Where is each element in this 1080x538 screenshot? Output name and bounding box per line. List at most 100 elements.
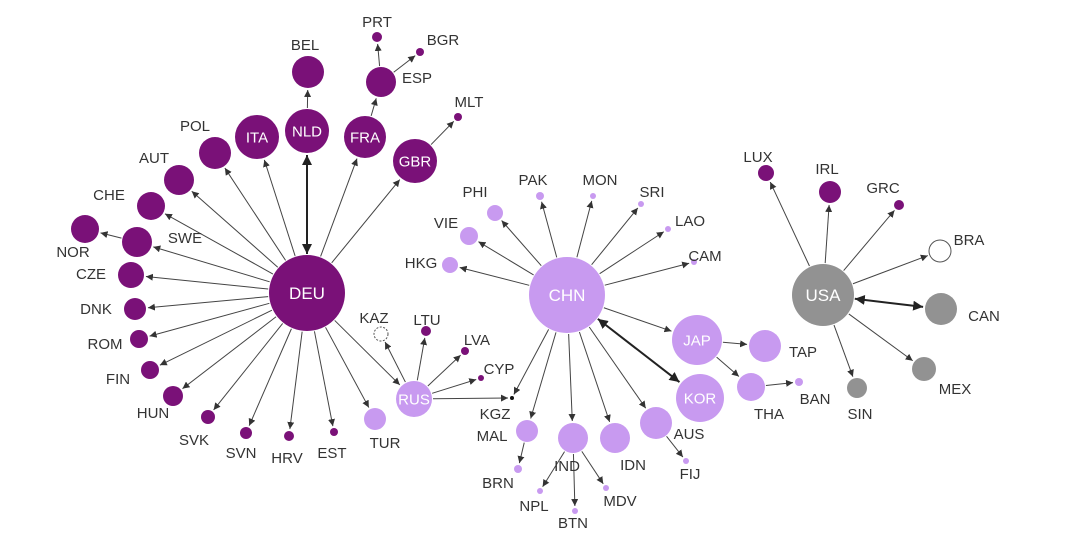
label-deu: DEU [289,284,325,303]
label-kgz: KGZ [480,406,511,423]
edge-deu-aut [191,190,279,268]
edge-rus-kgz [432,394,509,402]
label-btn: BTN [558,515,588,532]
label-cam: CAM [688,248,721,265]
label-sri: SRI [639,184,664,201]
edge-deu-che [164,213,274,275]
node-tha [737,373,765,401]
edge-usa-can [854,294,924,311]
node-brn [514,465,522,473]
label-mex: MEX [939,381,972,398]
node-ind [558,423,588,453]
node-che [137,192,165,220]
label-usa: USA [806,286,842,305]
edge-ind-btn [571,453,579,507]
edge-usa-sin [833,324,854,377]
node-aus [640,407,672,439]
node-mlt [454,113,462,121]
node-svn [240,427,252,439]
edge-chn-pak [540,201,558,258]
node-tur [364,408,386,430]
label-gbr: GBR [399,154,432,171]
edge-gbr-mlt [430,120,455,145]
label-hun: HUN [137,405,170,422]
node-kgz [510,396,514,400]
label-irl: IRL [815,161,838,178]
node-ban [795,378,803,386]
label-svk: SVK [179,432,209,449]
node-nor [71,215,99,243]
node-sin [847,378,867,398]
node-lux [758,165,774,181]
node-phi [487,205,503,221]
node-vie [460,227,478,245]
edge-usa-mex [848,313,914,362]
node-mal [516,420,538,442]
node-layer [71,32,957,514]
edge-chn-phi [501,220,542,267]
label-jap: JAP [683,333,711,350]
edge-chn-hkg [459,265,530,286]
label-kor: KOR [684,391,717,408]
label-bel: BEL [291,37,319,54]
label-svn: SVN [226,445,257,462]
edge-rus-cyp [431,378,477,394]
node-can [925,293,957,325]
label-bra: BRA [954,232,985,249]
label-hkg: HKG [405,255,438,272]
node-hrv [284,431,294,441]
edge-chn-kgz [513,329,550,395]
node-jap [672,315,722,365]
label-hrv: HRV [271,450,302,467]
edge-deu-swe [153,245,270,283]
node-ita [235,115,279,159]
label-esp: ESP [402,70,432,87]
label-bgr: BGR [427,32,460,49]
node-npl [537,488,543,494]
label-lva: LVA [464,332,490,349]
node-svk [201,410,215,424]
node-cze [118,262,144,288]
edge-usa-bra [852,254,929,285]
label-vie: VIE [434,215,458,232]
label-nor: NOR [56,244,90,261]
node-prt [372,32,382,42]
node-bgr [416,48,424,56]
edge-chn-vie [478,241,534,276]
label-tur: TUR [370,435,401,452]
node-esp [366,67,396,97]
label-idn: IDN [620,457,646,474]
edge-deu-rus [334,320,401,386]
node-rus [396,381,432,417]
edge-swe-nor [100,231,122,239]
edge-chn-mon [576,200,594,258]
label-kaz: KAZ [359,310,388,327]
label-swe: SWE [168,230,202,247]
node-grc [894,200,904,210]
label-rus: RUS [398,392,430,409]
label-brn: BRN [482,475,514,492]
label-mlt: MLT [455,94,484,111]
edge-deu-svn [248,328,292,426]
node-swe [122,227,152,257]
label-ban: BAN [800,391,831,408]
edge-deu-hrv [287,331,303,430]
node-kaz [373,326,389,342]
label-can: CAN [968,308,1000,325]
node-fij [683,458,689,464]
edge-chn-cam [604,261,690,286]
label-che: CHE [93,187,125,204]
label-cze: CZE [76,266,106,283]
label-fra: FRA [350,130,380,147]
node-chn [529,257,605,333]
node-mex [912,357,936,381]
label-nld: NLD [292,124,322,141]
label-sin: SIN [847,406,872,423]
edge-deu-svk [213,323,284,411]
label-pak: PAK [519,172,548,189]
label-est: EST [317,445,346,462]
node-fin [141,361,159,379]
node-irl [819,181,841,203]
edge-usa-lux [769,181,810,267]
